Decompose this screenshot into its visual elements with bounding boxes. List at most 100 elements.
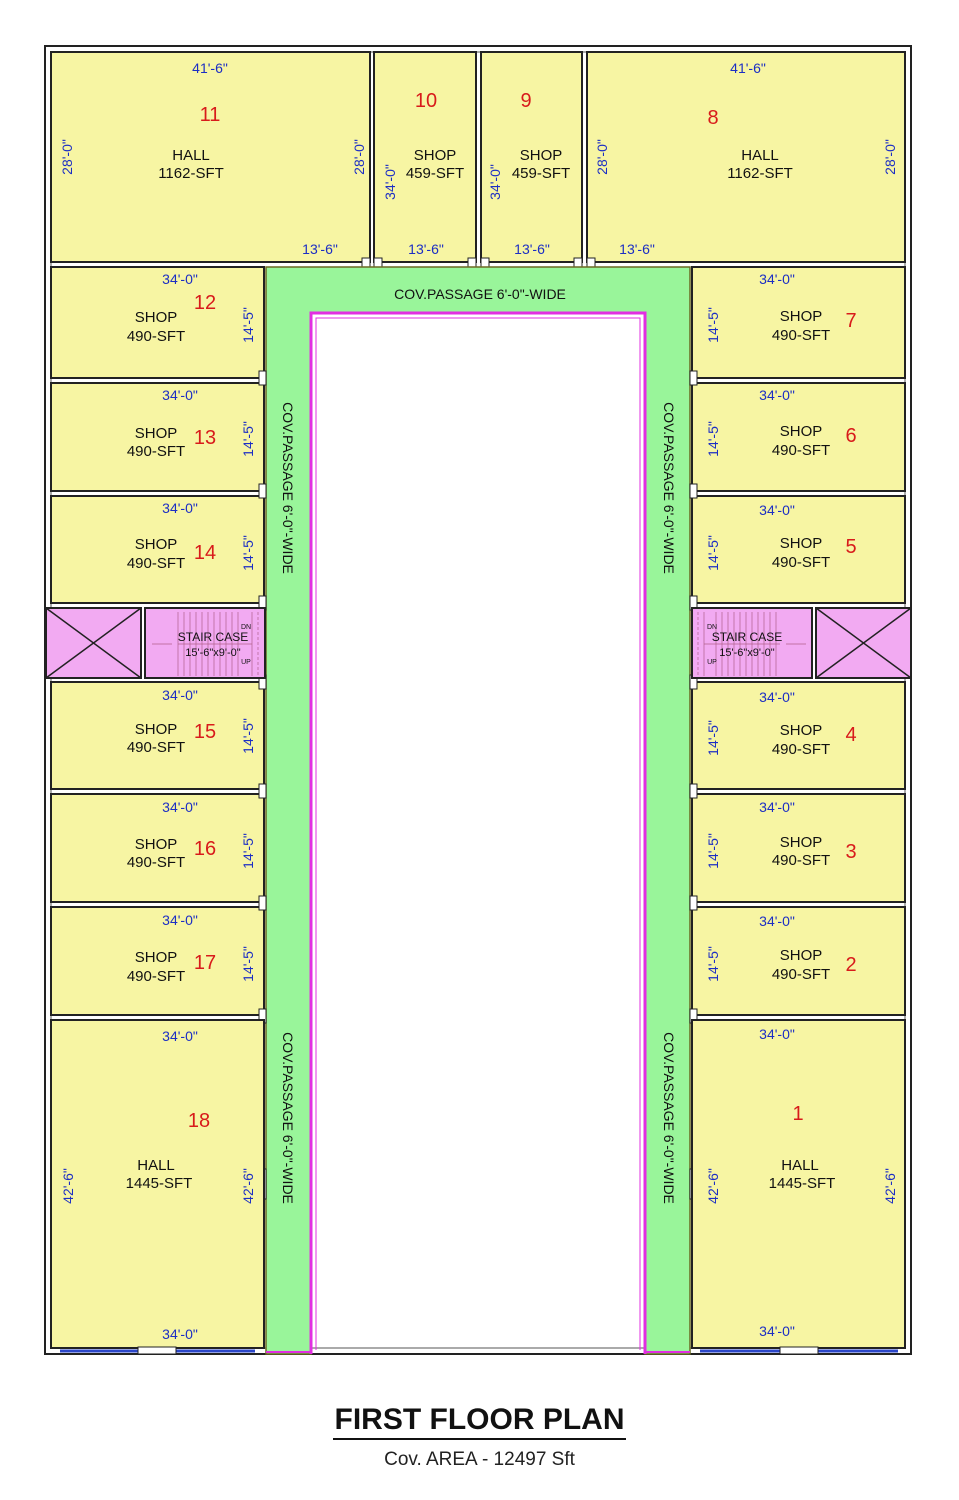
room-area: 490-SFT [127,555,185,572]
front-dimension: 14'-5" [705,307,721,343]
width-dimension: 34'-0" [162,799,198,815]
shop-2: 2 SHOP 490-SFT 34'-0" 14'-5" [691,906,906,1016]
room-type: SHOP [780,308,823,325]
front-dimension: 14'-5" [240,833,256,869]
room-number: 10 [415,90,437,112]
shop-5: 5 SHOP 490-SFT 34'-0" 14'-5" [691,495,906,604]
room-number: 4 [845,724,856,746]
shop-12: 12 SHOP 490-SFT 34'-0" 14'-5" [50,266,265,379]
stair-dn: DN [241,624,251,631]
front-dimension: 13'-6" [619,241,655,257]
room-area: 490-SFT [772,554,830,571]
open-court-border [309,311,647,1354]
front-dimension: 14'-5" [240,718,256,754]
plan-subtitle: Cov. AREA - 12497 Sft [384,1449,575,1470]
room-number: 3 [845,841,856,863]
depth-dimension: 28'-0" [594,139,610,175]
room-number: 7 [845,310,856,332]
front-dimension: 14'-5" [705,535,721,571]
depth-dimension: 28'-0" [882,139,898,175]
width-dimension: 41'-6" [730,60,766,76]
stair-case [144,607,266,679]
shop-3: 3 SHOP 490-SFT 34'-0" 14'-5" [691,793,906,903]
front-dimension: 14'-5" [705,720,721,756]
stair-label: STAIR CASE [712,630,782,644]
room-type: SHOP [780,423,823,440]
shop-10: 10 SHOP 459-SFT 34'-0" 13'-6" [373,51,477,263]
passage-label-left-upper: COV.PASSAGE 6'-0"-WIDE [280,402,296,574]
width-dimension: 34'-0" [759,1026,795,1042]
room-type: SHOP [414,147,457,164]
room-number: 12 [194,292,216,314]
front-dimension: 14'-5" [240,307,256,343]
room-type: SHOP [520,147,563,164]
room-area: 490-SFT [772,966,830,983]
room-type: SHOP [780,947,823,964]
stair-right: STAIR CASE 15'-6"x9'-0" DN UP [691,607,912,679]
room-number: 16 [194,838,216,860]
room-type: HALL [781,1157,819,1174]
room-area: 490-SFT [127,443,185,460]
width-dimension: 34'-0" [759,271,795,287]
room-area: 490-SFT [772,741,830,758]
room-number: 14 [194,542,216,564]
room-type: SHOP [135,309,178,326]
front-dimension: 14'-5" [705,421,721,457]
shop-6: 6 SHOP 490-SFT 34'-0" 14'-5" [691,382,906,492]
depth-dimension: 42'-6" [60,1168,76,1204]
room-type: HALL [172,147,210,164]
width-dimension: 34'-0" [162,500,198,516]
hall-1: 1 HALL 1445-SFT 34'-0" 34'-0" 42'-6" 42'… [691,1019,906,1349]
width-dimension: 34'-0" [162,271,198,287]
width-dimension: 34'-0" [759,913,795,929]
shop-4: 4 SHOP 490-SFT 34'-0" 14'-5" [691,681,906,790]
shop-9: 9 SHOP 459-SFT 34'-0" 13'-6" [480,51,583,263]
room-area: 459-SFT [406,165,464,182]
room-number: 17 [194,952,216,974]
depth-dimension: 28'-0" [351,139,367,175]
hall-11: 11 HALL 1162-SFT 41'-6" 28'-0" 28'-0" 13… [50,51,371,263]
width-dimension: 41'-6" [192,60,228,76]
room-area: 490-SFT [127,328,185,345]
plan-title-text: FIRST FLOOR PLAN [332,1403,627,1440]
depth-dimension: 34'-0" [382,164,398,200]
room-area: 490-SFT [127,854,185,871]
room-type: SHOP [780,834,823,851]
width-dimension: 34'-0" [759,689,795,705]
windows-bottom [60,1346,898,1355]
width-dimension: 34'-0" [759,799,795,815]
room-number: 6 [845,425,856,447]
stair-size: 15'-6"x9'-0" [185,647,241,659]
passage-label-right-lower: COV.PASSAGE 6'-0"-WIDE [661,1032,677,1204]
passage-label-left-lower: COV.PASSAGE 6'-0"-WIDE [280,1032,296,1204]
width-dimension: 34'-0" [759,502,795,518]
room-type: SHOP [780,535,823,552]
width-dimension: 34'-0" [759,387,795,403]
room-area: 1445-SFT [769,1175,836,1192]
width-dimension: 34'-0" [759,1323,795,1339]
front-dimension: 14'-5" [240,421,256,457]
width-dimension: 34'-0" [162,687,198,703]
room-area: 490-SFT [127,968,185,985]
room-type: SHOP [135,536,178,553]
plan-title: FIRST FLOOR PLAN [0,1403,959,1440]
stair-label: STAIR CASE [178,630,248,644]
room-number: 18 [188,1110,210,1132]
width-dimension: 34'-0" [162,1326,198,1342]
room-type: SHOP [135,721,178,738]
room-number: 8 [707,107,718,129]
room-area: 459-SFT [512,165,570,182]
passage-label-right-upper: COV.PASSAGE 6'-0"-WIDE [661,402,677,574]
room-area: 1445-SFT [126,1175,193,1192]
shop-16: 16 SHOP 490-SFT 34'-0" 14'-5" [50,793,265,903]
room-type: SHOP [135,949,178,966]
room-type: SHOP [135,425,178,442]
room-number: 1 [792,1103,803,1125]
hall-8: 8 HALL 1162-SFT 41'-6" 28'-0" 28'-0" 13'… [586,51,906,263]
front-dimension: 13'-6" [302,241,338,257]
room-type: HALL [741,147,779,164]
room-type: SHOP [780,722,823,739]
width-dimension: 34'-0" [162,1028,198,1044]
room-number: 9 [520,90,531,112]
